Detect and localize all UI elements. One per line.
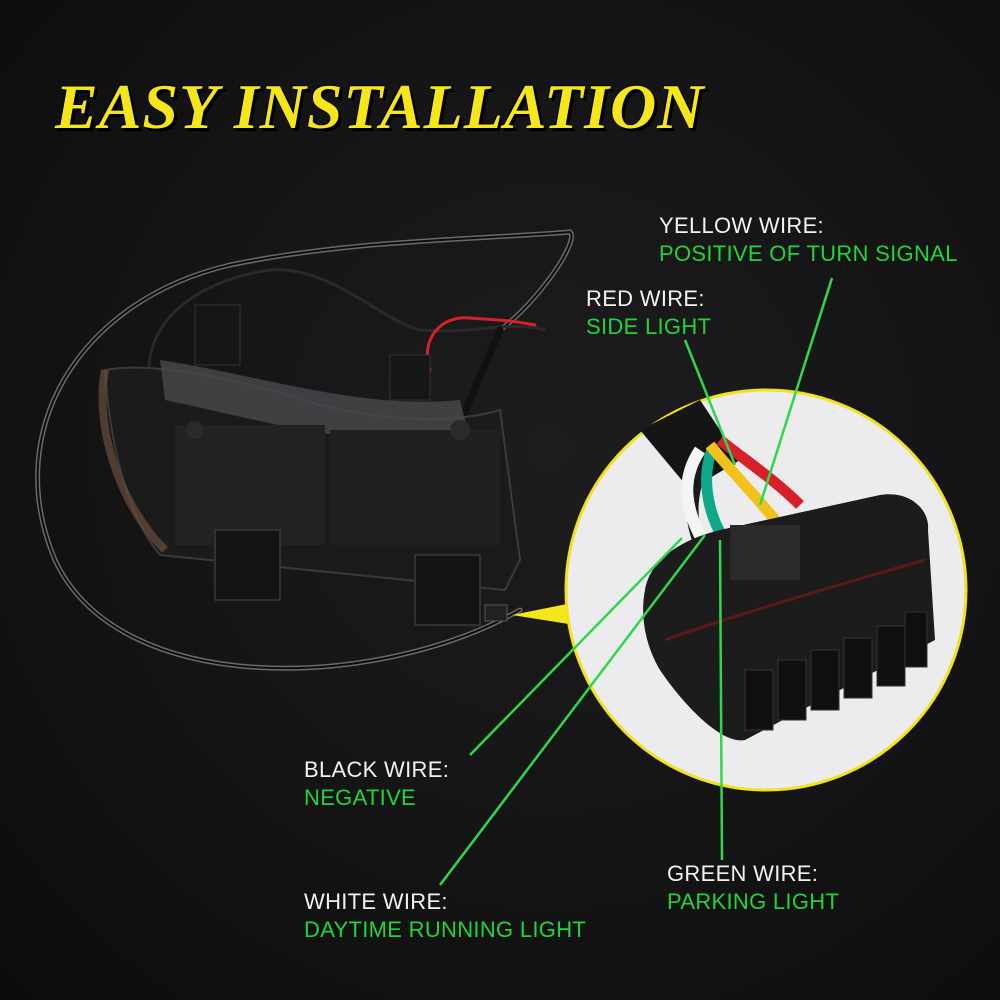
wire-name: YELLOW WIRE: — [659, 213, 824, 238]
wire-name: WHITE WIRE: — [304, 889, 448, 914]
leader-black — [469, 537, 683, 756]
leader-lines — [439, 277, 834, 886]
label-black-wire: BLACK WIRE: NEGATIVE — [304, 756, 449, 812]
leader-red — [683, 339, 737, 466]
harness-cable — [35, 229, 574, 671]
lamp-housing — [98, 304, 522, 626]
label-red-wire: RED WIRE: SIDE LIGHT — [586, 285, 711, 341]
label-yellow-wire: YELLOW WIRE: POSITIVE OF TURN SIGNAL — [659, 212, 958, 268]
wire-name: GREEN WIRE: — [667, 861, 819, 886]
wire-function: PARKING LIGHT — [667, 889, 840, 914]
wire-name: RED WIRE: — [586, 286, 705, 311]
wire-name: BLACK WIRE: — [304, 757, 450, 782]
label-green-wire: GREEN WIRE: PARKING LIGHT — [667, 860, 839, 916]
wire-function: POSITIVE OF TURN SIGNAL — [659, 241, 958, 266]
wire-function: DAYTIME RUNNING LIGHT — [304, 917, 587, 942]
leader-green — [718, 539, 724, 861]
page-title: EASY INSTALLATION — [55, 71, 705, 142]
wire-function: SIDE LIGHT — [586, 314, 712, 339]
leader-yellow — [758, 277, 834, 506]
leader-white — [439, 534, 706, 886]
connector-zoom-callout — [564, 388, 968, 792]
callout-pointer — [512, 603, 575, 625]
label-white-wire: WHITE WIRE: DAYTIME RUNNING LIGHT — [304, 888, 586, 944]
wire-function: NEGATIVE — [304, 785, 417, 810]
